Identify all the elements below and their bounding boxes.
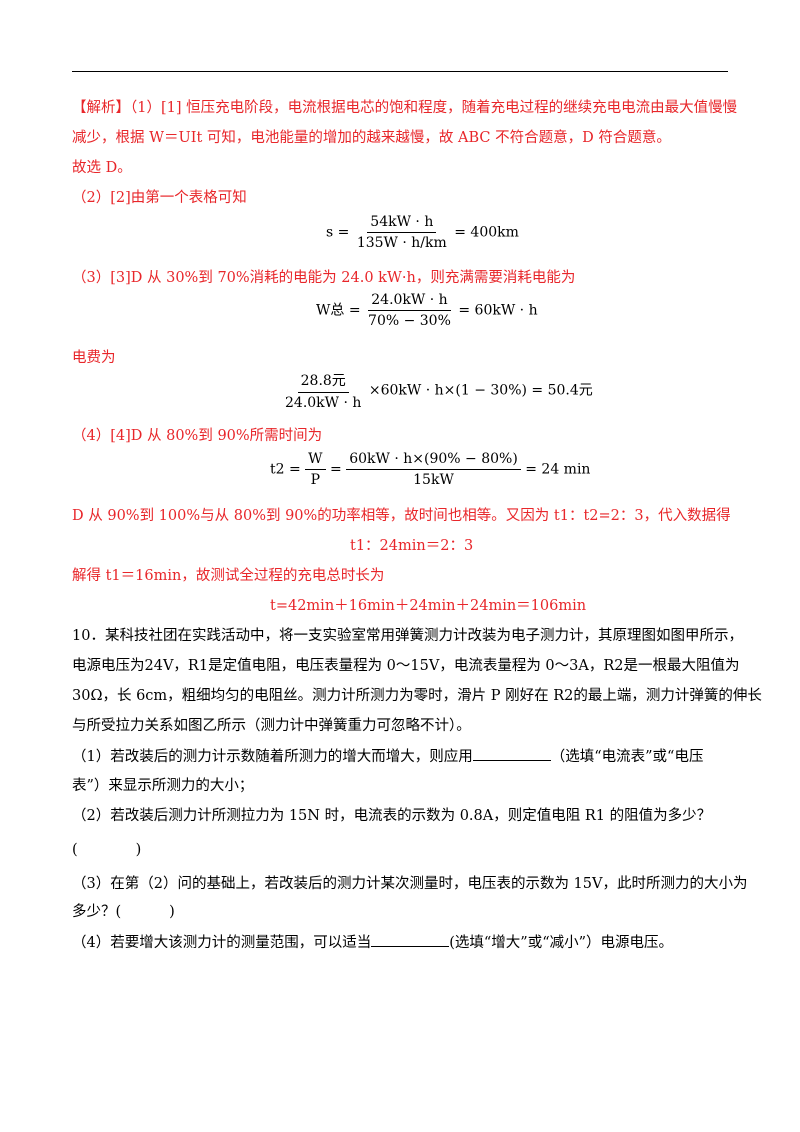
- header-rule: [72, 71, 728, 72]
- analysis-tag: 【解析】: [72, 100, 130, 116]
- analysis-eq-ratio: t1：24min＝2：3: [350, 538, 474, 554]
- formula-energy: W总 = 24.0kW · h 70% − 30% = 60kW · h: [316, 292, 538, 329]
- formula-rhs: = 60kW · h: [458, 302, 538, 319]
- question-line-2: 电源电压为24V，R1是定值电阻，电压表量程为 0～15V，电流表量程为 0～3…: [72, 658, 740, 674]
- formula-fraction-small: W P: [305, 451, 326, 488]
- formula-lhs: W总 =: [316, 302, 361, 319]
- analysis-line-3: 故选 D。: [72, 160, 132, 176]
- answer-blank-1[interactable]: [472, 746, 551, 761]
- formula-fraction: 28.8元 24.0kW · h: [282, 370, 364, 411]
- question-part-3-cont: 多少？(): [72, 904, 175, 920]
- question-part-2-answer: (): [72, 842, 142, 858]
- formula-lhs: s =: [326, 224, 350, 241]
- answer-blank-4[interactable]: [371, 932, 450, 947]
- analysis-line-5: （3）[3]D 从 30%到 70%消耗的电能为 24.0 kW·h，则充满需要…: [72, 270, 576, 286]
- analysis-line-4: （2）[2]由第一个表格可知: [72, 190, 247, 206]
- analysis-line-9: 解得 t1＝16min，故测试全过程的充电总时长为: [72, 568, 385, 584]
- formula-lhs: t2 =: [270, 461, 301, 478]
- question-part-1-cont: 表”）来显示所测力的大小；: [72, 778, 254, 794]
- formula-rhs: ×60kW · h×(1 − 30%) = 50.4元: [368, 382, 593, 399]
- formula-distance: s = 54kW · h 135W · h/km = 400km: [326, 214, 519, 251]
- analysis-eq-total: t=42min＋16min＋24min＋24min＝106min: [270, 598, 587, 614]
- question-part-2: （2）若改装后测力计所测拉力为 15N 时，电流表的示数为 0.8A，则定值电阻…: [72, 808, 712, 824]
- formula-rhs: = 400km: [454, 224, 519, 241]
- question-part-4: （4）若要增大该测力计的测量范围，可以适当(选填“增大”或“减小”）电源电压。: [72, 932, 673, 953]
- analysis-text: （1）[1] 恒压充电阶段，电流根据电芯的饱和程度，随着充电过程的继续充电电流由…: [130, 100, 738, 116]
- formula-fraction: 60kW · h×(90% − 80%) 15kW: [346, 451, 521, 488]
- question-part-3: （3）在第（2）问的基础上，若改装后的测力计某次测量时，电压表的示数为 15V，…: [72, 876, 748, 892]
- analysis-line-1: 【解析】（1）[1] 恒压充电阶段，电流根据电芯的饱和程度，随着充电过程的继续充…: [72, 98, 737, 118]
- question-line-4: 与所受拉力关系如图乙所示（测力计中弹簧重力可忽略不计）。: [72, 718, 471, 734]
- analysis-line-6: 电费为: [72, 350, 116, 366]
- analysis-line-8: D 从 90%到 100%与从 80%到 90%的功率相等，故时间也相等。又因为…: [72, 508, 731, 524]
- analysis-line-2: 减少，根据 W＝UIt 可知，电池能量的增加的越来越慢，故 ABC 不符合题意，…: [72, 130, 671, 146]
- question-part-1: （1）若改装后的测力计示数随着所测力的增大而增大，则应用（选填“电流表”或“电压: [72, 746, 703, 767]
- formula-fee: 28.8元 24.0kW · h ×60kW · h×(1 − 30%) = 5…: [282, 370, 593, 411]
- formula-fraction: 54kW · h 135W · h/km: [356, 214, 447, 251]
- formula-time: t2 = W P = 60kW · h×(90% − 80%) 15kW = 2…: [270, 451, 591, 488]
- formula-fraction: 24.0kW · h 70% − 30%: [368, 292, 451, 329]
- question-line-1: 10．某科技社团在实践活动中，将一支实验室常用弹簧测力计改装为电子测力计，其原理…: [72, 628, 743, 644]
- question-line-3: 30Ω，长 6cm，粗细均匀的电阻丝。测力计所测力为零时，滑片 P 刚好在 R2…: [72, 688, 762, 704]
- analysis-line-7: （4）[4]D 从 80%到 90%所需时间为: [72, 428, 323, 444]
- formula-rhs: = 24 min: [525, 461, 591, 478]
